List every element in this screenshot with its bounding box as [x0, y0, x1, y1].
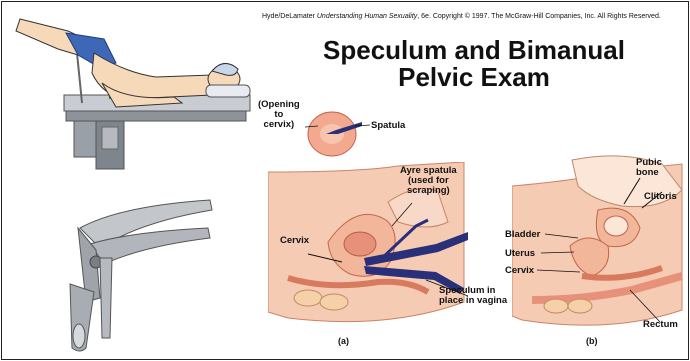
opening-to-cervix-label: (Opening to cervix) [258, 100, 300, 130]
title-line-2: Pelvic Exam [258, 64, 690, 91]
cervix-label-a: Cervix [280, 236, 309, 246]
credit-rest: , 6e. Copyright © 1997. The McGraw-Hill … [417, 13, 661, 20]
speculum-in-vagina-label: Speculum in place in vagina [439, 286, 507, 306]
panel-b-letter: (b) [586, 337, 598, 346]
uterus-label: Uterus [505, 249, 535, 259]
cervix-label-b: Cervix [505, 266, 534, 276]
title-line-1: Speculum and Bimanual [258, 37, 690, 64]
credit-book: Understanding Human Sexuality [317, 13, 417, 20]
pubic-bone-label: Pubic bone [636, 158, 662, 178]
bladder-label: Bladder [505, 230, 540, 240]
page-title: Speculum and Bimanual Pelvic Exam [258, 37, 690, 90]
clitoris-label: Clitoris [644, 192, 677, 202]
copyright-credit: Hyde/DeLamater Understanding Human Sexua… [262, 13, 661, 20]
patient-on-exam-table-illustration [6, 3, 256, 175]
ayre-spatula-label: Ayre spatula (used for scraping) [400, 166, 457, 196]
speculum-instrument-illustration [60, 188, 230, 354]
cervix-opening-inset [300, 104, 370, 164]
spatula-label: Spatula [371, 121, 405, 131]
credit-authors: Hyde/DeLamater [262, 13, 315, 20]
panel-a-letter: (a) [338, 337, 349, 346]
rectum-label: Rectum [643, 320, 678, 330]
